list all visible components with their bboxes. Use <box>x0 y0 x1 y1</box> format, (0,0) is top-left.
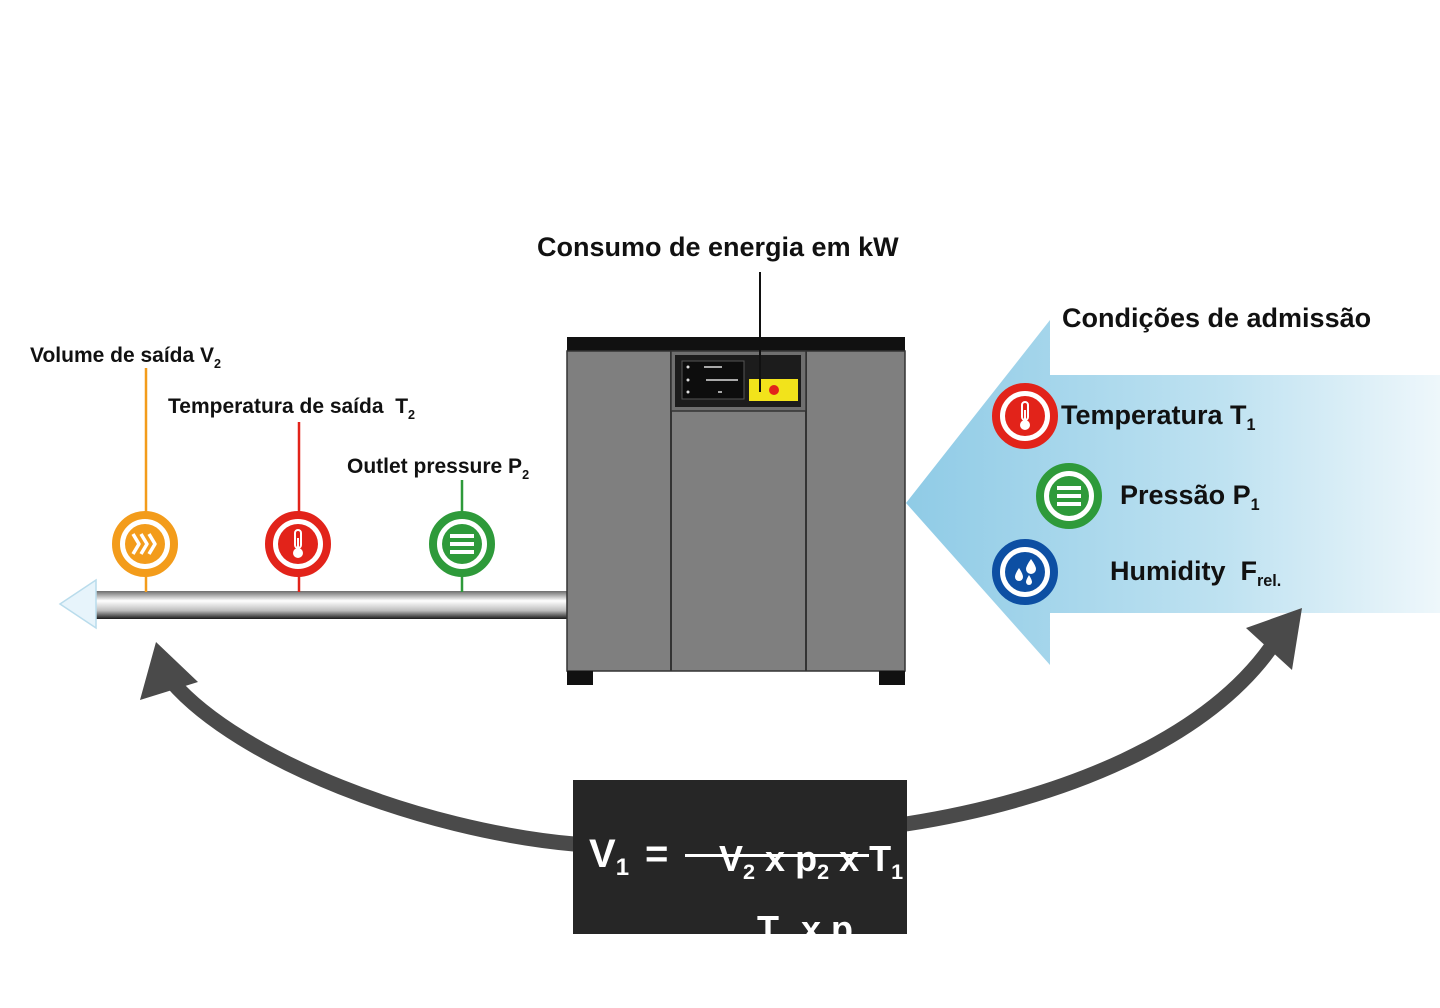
num-sub: 2 <box>817 859 830 884</box>
formula-lhs-sub: 1 <box>615 854 630 881</box>
outlet-temperature-label: Temperatura de saída T2 <box>168 395 415 422</box>
intake-temperature-text: Temperatura T <box>1061 400 1247 430</box>
num-part: x p <box>755 838 818 879</box>
outlet-arrow-head <box>58 578 97 630</box>
droplets-icon <box>992 539 1058 605</box>
intake-humidity-label: Humidity Frel. <box>1110 556 1281 591</box>
energy-consumption-label: Consumo de energia em kW <box>537 232 899 262</box>
flow-chevrons-icon <box>112 511 178 577</box>
outlet-volume-label: Volume de saída V2 <box>30 344 221 371</box>
outlet-pipe <box>94 591 570 619</box>
fraction-bar <box>685 854 869 857</box>
intake-pressure-label: Pressão P1 <box>1120 480 1260 515</box>
formula-lhs-var: V <box>589 832 616 876</box>
den-sub: 2 <box>779 929 792 954</box>
outlet-pressure-sub: 2 <box>522 468 530 482</box>
formula-lhs: V1 <box>589 832 629 882</box>
num-part: V <box>719 838 744 879</box>
outlet-pressure-text: Outlet pressure P <box>347 455 523 478</box>
outlet-pressure-label: Outlet pressure P2 <box>347 455 529 482</box>
pressure-lines-icon <box>1036 463 1102 529</box>
left-curved-arrow <box>166 677 575 852</box>
num-sub: 1 <box>891 859 904 884</box>
den-part: T <box>757 908 780 949</box>
outlet-temperature-sub: 2 <box>408 408 416 422</box>
den-part: x p <box>791 908 854 949</box>
outlet-volume-text: Volume de saída V <box>30 344 215 367</box>
formula-equals: = <box>645 832 669 876</box>
outlet-volume-sub: 2 <box>214 357 222 371</box>
outlet-temperature-text: Temperatura de saída T <box>168 395 409 418</box>
pressure-lines-icon <box>429 511 495 577</box>
panel-indicator-light <box>769 385 779 395</box>
formula-numerator: V2 x p2 x T1 <box>679 796 903 927</box>
intake-temperature-label: Temperatura T1 <box>1061 400 1256 435</box>
intake-conditions-title: Condições de admissão <box>1062 303 1372 333</box>
intake-pressure-text: Pressão P <box>1120 480 1251 510</box>
left-arrow-head <box>140 642 198 700</box>
den-sub: 1 <box>853 929 866 954</box>
intake-pressure-sub: 1 <box>1250 496 1260 514</box>
control-panel <box>675 355 801 407</box>
thermometer-icon <box>992 383 1058 449</box>
num-sub: 2 <box>743 859 756 884</box>
thermometer-icon <box>265 511 331 577</box>
formula-denominator: T2 x p1 <box>717 866 865 997</box>
intake-temperature-sub: 1 <box>1246 416 1256 434</box>
intake-humidity-text: Humidity F <box>1110 556 1257 586</box>
intake-humidity-sub: rel. <box>1257 572 1282 590</box>
right-curved-arrow <box>904 635 1283 832</box>
formula-box: V1 = V2 x p2 x T1 T2 x p1 <box>573 780 907 954</box>
num-part: x T <box>829 838 892 879</box>
right-arrow-head <box>1246 608 1302 670</box>
